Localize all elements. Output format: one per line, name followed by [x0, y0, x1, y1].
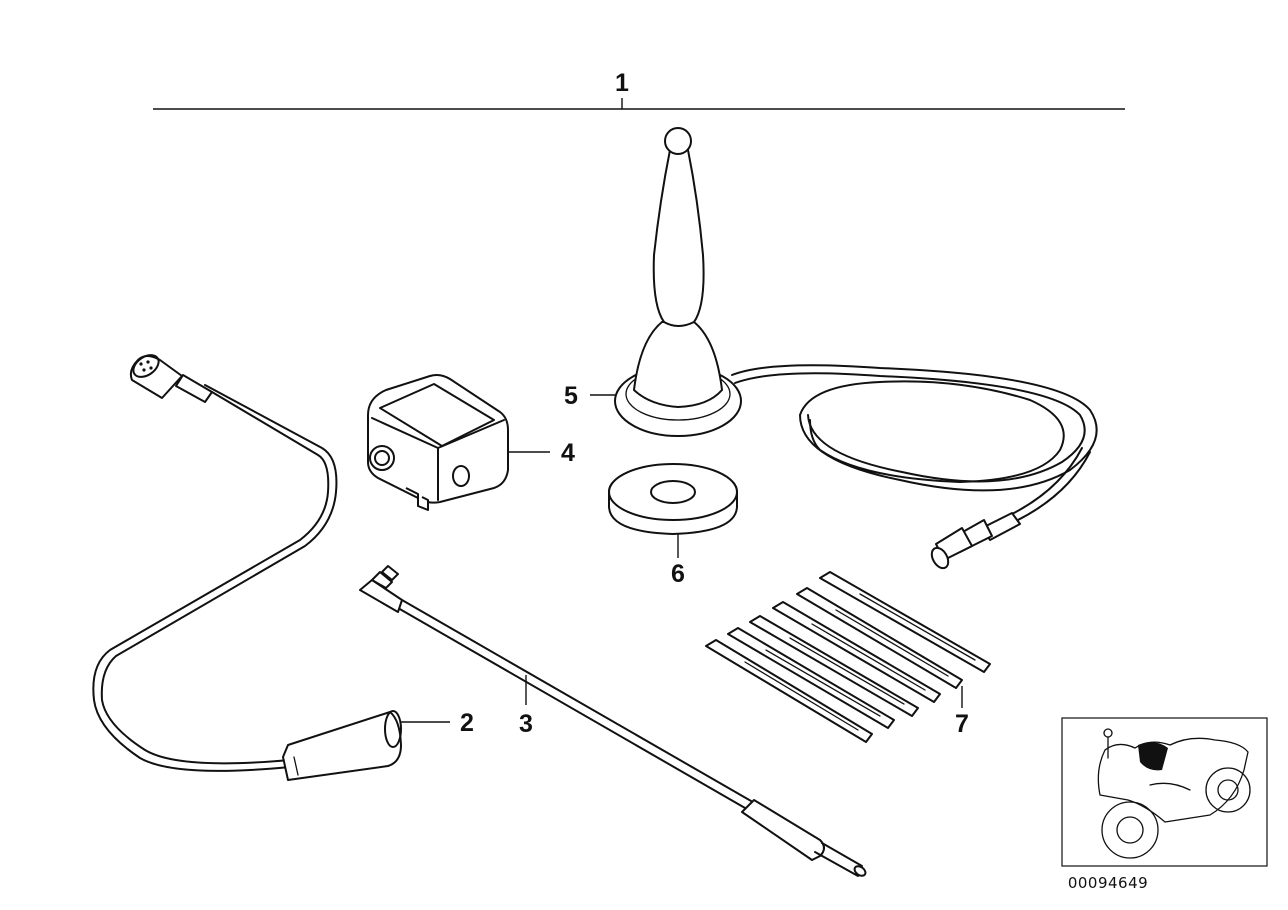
callout-1: 1 — [615, 69, 629, 97]
part-5-rod-antenna: 5 — [564, 127, 1098, 570]
callout-4: 4 — [561, 439, 575, 467]
part-6-washer: 6 — [608, 463, 738, 588]
callout-2: 2 — [460, 709, 474, 737]
callout-3: 3 — [519, 710, 533, 738]
callout-5: 5 — [564, 382, 578, 410]
callout-6: 6 — [671, 560, 685, 588]
diagram-id-label: 00094649 — [1068, 874, 1148, 892]
part-3-adapter-lead: 3 — [359, 565, 867, 877]
part-7-cable-ties: 7 — [705, 571, 991, 743]
part-2-antenna-cable: 2 — [92, 354, 474, 781]
motorcycle-thumbnail — [1061, 717, 1268, 867]
callout-7: 7 — [955, 710, 969, 738]
kit-bracket: 1 — [153, 69, 1125, 110]
part-4-amplifier-module: 4 — [367, 374, 575, 511]
